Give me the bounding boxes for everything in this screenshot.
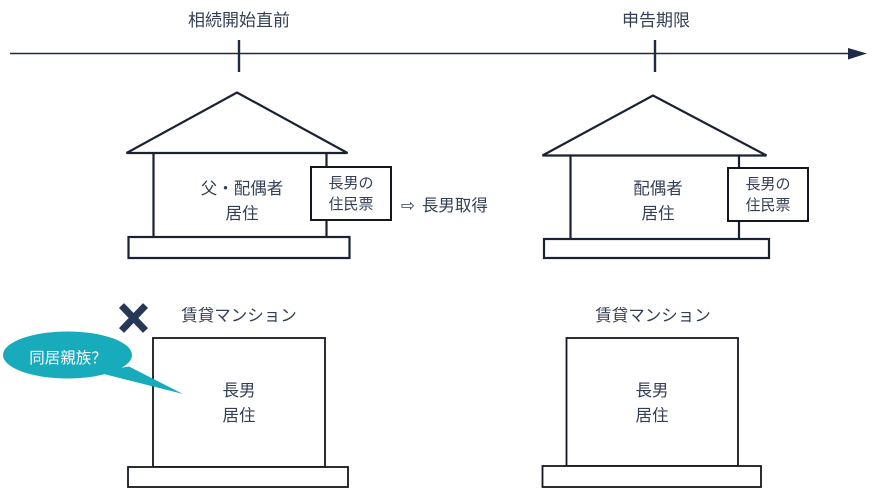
right-house-roof [541,94,768,157]
right-house-occupant: 配偶者 居住 [578,177,738,227]
left-house-base [127,235,351,260]
right-house-occupant-line1: 配偶者 [633,180,683,198]
left-apartment-occupant-line2: 居住 [222,407,256,425]
x-mark-stroke-2 [118,303,149,333]
right-arrow-icon: ⇨ [401,197,415,215]
callout-label: 同居親族？ [29,350,107,367]
acquisition-note-text: 長男取得 [421,197,488,215]
left-resident-card: 長男の 住民票 [310,166,392,221]
timeline-end-label: 申告期限 [622,11,690,30]
right-resident-card-line1: 長男の [745,176,791,193]
right-house-occupant-line2: 居住 [641,205,675,223]
timeline-start-label: 相続開始直前 [188,11,290,30]
left-resident-card-line2: 住民票 [328,196,374,213]
left-house-occupant-line2: 居住 [225,205,259,223]
right-apartment-body [565,337,739,467]
callout-tail [96,366,183,394]
right-apartment-label: 賃貸マンション [595,307,711,325]
left-resident-card-line1: 長男の [328,175,374,192]
left-apartment-base [127,466,349,488]
left-apartment-occupant-line1: 長男 [222,382,256,400]
acquisition-note: ⇨ 長男取得 [401,192,488,216]
x-mark-icon [118,303,149,333]
right-house-base [542,237,771,260]
left-apartment-label: 賃貸マンション [181,307,297,325]
left-house-occupant-line1: 父・配偶者 [200,180,284,198]
timeline-arrowhead-icon [848,48,867,60]
callout-ellipse [3,331,132,379]
right-apartment-occupant: 長男 居住 [572,379,732,429]
left-apartment-occupant: 長男 居住 [159,379,319,429]
right-resident-card: 長男の 住民票 [727,167,809,222]
callout-bubble [3,331,183,394]
left-house-roof [125,91,349,155]
left-house-occupant: 父・配偶者 居住 [162,177,322,227]
right-resident-card-line2: 住民票 [745,197,791,214]
right-apartment-occupant-line2: 居住 [635,407,669,425]
right-apartment-base [541,465,762,488]
right-apartment-occupant-line1: 長男 [635,382,669,400]
